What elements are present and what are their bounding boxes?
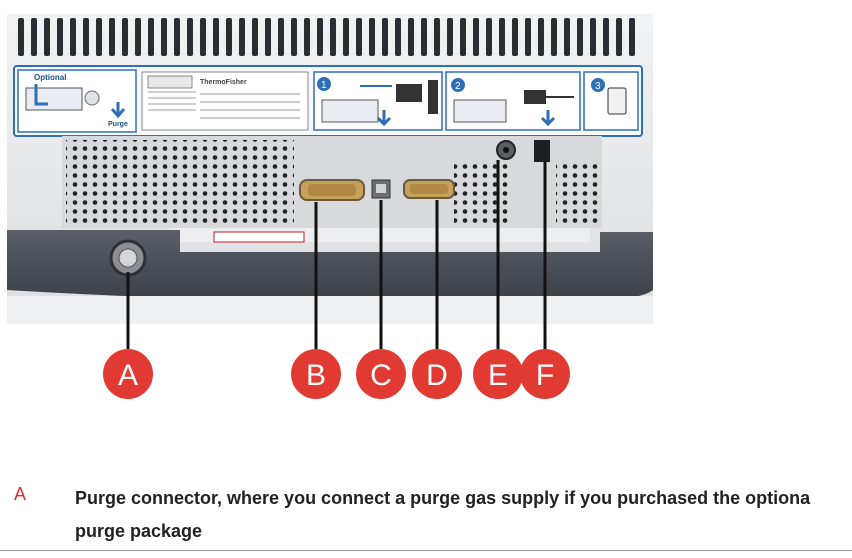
vent-slot xyxy=(31,18,37,56)
vent-slot xyxy=(382,18,388,56)
vent-slot xyxy=(499,18,505,56)
vent-slot xyxy=(460,18,466,56)
callout-letter-f: F xyxy=(536,359,554,392)
step2-number: 2 xyxy=(455,81,461,92)
vent-slot xyxy=(343,18,349,56)
vent-slot xyxy=(473,18,479,56)
vent-slot xyxy=(187,18,193,56)
legend-row-a: A Purge connector, where you connect a p… xyxy=(0,478,852,548)
computer-icon xyxy=(396,84,422,102)
vent-slot xyxy=(200,18,206,56)
legend-description-line2: purge package xyxy=(75,521,203,541)
vent-slot xyxy=(330,18,336,56)
vent-slot xyxy=(135,18,141,56)
vent-grille-left xyxy=(66,140,294,224)
vent-slot xyxy=(538,18,544,56)
legend-divider xyxy=(0,550,852,551)
callout-badge-e xyxy=(473,349,523,399)
vent-slot xyxy=(512,18,518,56)
legend-key: A xyxy=(14,484,27,504)
vent-slot xyxy=(83,18,89,56)
optional-label: Optional xyxy=(34,73,66,82)
vent-slot xyxy=(239,18,245,56)
vent-slot xyxy=(603,18,609,56)
vent-slot xyxy=(369,18,375,56)
usb-b-connector xyxy=(371,179,391,199)
power-jack xyxy=(496,140,516,160)
vent-slot xyxy=(148,18,154,56)
vent-grille-far-right xyxy=(556,162,600,224)
power-switch xyxy=(534,140,550,162)
vent-slot xyxy=(395,18,401,56)
vent-slot xyxy=(252,18,258,56)
vent-slot xyxy=(551,18,557,56)
vent-slot xyxy=(356,18,362,56)
callout-badge-c xyxy=(356,349,406,399)
vent-slot xyxy=(564,18,570,56)
vent-slot xyxy=(590,18,596,56)
vent-slot xyxy=(57,18,63,56)
brand-label: ThermoFisher xyxy=(200,79,247,86)
vent-slot xyxy=(44,18,50,56)
purge-label: Purge xyxy=(108,121,128,128)
vent-slot xyxy=(174,18,180,56)
rating-label-lines xyxy=(148,91,300,119)
vent-slot xyxy=(291,18,297,56)
vent-grille-right xyxy=(454,162,512,224)
vent-slot xyxy=(109,18,115,56)
vent-slot xyxy=(278,18,284,56)
vent-slot xyxy=(616,18,622,56)
warning-label xyxy=(213,231,305,243)
db15-connector xyxy=(403,179,455,199)
power-adapter-icon xyxy=(524,90,546,104)
callout-letter-e: E xyxy=(488,359,508,392)
vent-slot xyxy=(213,18,219,56)
step3-number: 3 xyxy=(595,81,601,92)
vent-slot xyxy=(18,18,24,56)
vent-slot xyxy=(525,18,531,56)
wall-outlet-icon xyxy=(607,87,627,115)
spectrometer-rear-panel-photo: Optional Purge ThermoFisher 1 2 3 xyxy=(7,14,653,399)
vent-slot xyxy=(421,18,427,56)
vent-slot xyxy=(577,18,583,56)
vent-slot xyxy=(304,18,310,56)
vent-slot xyxy=(486,18,492,56)
step3-badge xyxy=(591,78,605,92)
vent-slot xyxy=(447,18,453,56)
callout-letter-d: D xyxy=(426,359,448,392)
callout-badge-b xyxy=(291,349,341,399)
vent-slot xyxy=(317,18,323,56)
vent-slot xyxy=(161,18,167,56)
vent-slot xyxy=(265,18,271,56)
purge-fitting xyxy=(109,239,147,277)
callout-badge-d xyxy=(412,349,462,399)
step2-badge xyxy=(451,78,465,92)
legend-description-line1: Purge connector, where you connect a pur… xyxy=(75,488,811,508)
callout-letter-c: C xyxy=(370,359,392,392)
purge-arrow-icon xyxy=(110,102,126,119)
vent-slot xyxy=(629,18,635,56)
top-vent-slots xyxy=(18,18,635,56)
vent-slot xyxy=(122,18,128,56)
callout-badge-a xyxy=(103,349,153,399)
vent-slot xyxy=(408,18,414,56)
vent-slot xyxy=(226,18,232,56)
callout-letter-b: B xyxy=(306,359,326,392)
vent-slot xyxy=(434,18,440,56)
callout-badge-f xyxy=(520,349,570,399)
legend-description: Purge connector, where you connect a pur… xyxy=(75,482,852,548)
step1-number: 1 xyxy=(321,80,327,91)
vent-slot xyxy=(96,18,102,56)
vent-slot xyxy=(70,18,76,56)
auxiliary-db25-connector xyxy=(299,179,365,201)
instrument-base xyxy=(7,230,653,299)
step1-badge xyxy=(317,77,331,91)
callout-letter-a: A xyxy=(118,359,138,392)
